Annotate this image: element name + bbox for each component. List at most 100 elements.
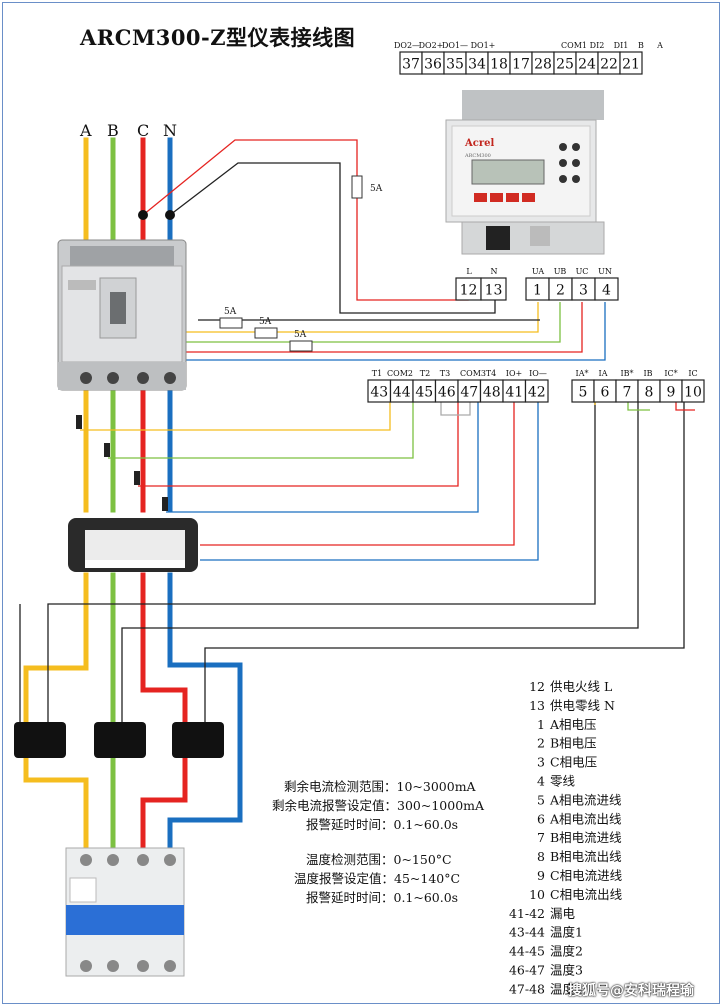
legend-number: 13 [529, 698, 545, 713]
terminal-number: 1 [533, 283, 542, 299]
phase-label-c: C [137, 121, 149, 140]
terminal-header: DO1+ [471, 41, 496, 50]
phase-label-n: N [163, 121, 177, 140]
phase-cts [14, 722, 224, 758]
terminal-header: DO2+ [419, 41, 444, 50]
terminal-number: 41 [505, 385, 523, 401]
legend-number: 47-48 [509, 981, 545, 996]
phase-label-b: B [107, 121, 119, 140]
terminal-header: T3 [440, 369, 450, 378]
temp-probe [76, 415, 82, 429]
terminal-number: 17 [512, 57, 530, 73]
spec-residual-alarm: 剩余电流报警设定值：300~1000mA [272, 798, 485, 813]
spec-temp-delay: 报警延时时间：0.1~60.0s [306, 890, 458, 905]
legend-number: 7 [537, 830, 545, 845]
terminal-number: 48 [483, 385, 501, 401]
ct-a [14, 722, 66, 758]
terminal-number: 22 [600, 57, 618, 73]
main-breaker [57, 239, 187, 391]
legend-number: 43-44 [509, 925, 545, 940]
legend-number: 9 [537, 868, 545, 883]
spec-temp-range: 温度检测范围：0~150°C [306, 852, 452, 867]
fuse-a [219, 317, 243, 329]
phase-labels: A B C N [79, 121, 177, 140]
terminal-header: N [491, 267, 498, 276]
terminal-number: 8 [645, 385, 654, 401]
fuse-label: 5A [294, 330, 307, 340]
terminal-header: IA [599, 369, 608, 378]
meter-brand: Acrel [464, 138, 494, 149]
legend-number: 4 [537, 774, 545, 789]
terminal-number: 9 [667, 385, 676, 401]
legend-description: 供电零线 N [550, 698, 615, 713]
terminal-number: 6 [601, 385, 610, 401]
legend-description: A相电流进线 [549, 792, 622, 807]
terminal-header: T4 [486, 369, 496, 378]
legend-description: 温度2 [550, 944, 583, 959]
leakage-ct [68, 518, 198, 572]
legend-description: 温度3 [550, 963, 583, 978]
meter-device: Acrel ARCM300 [445, 90, 605, 255]
phase-label-a: A [79, 121, 92, 140]
terminal-number: 2 [556, 283, 565, 299]
legend-description: 温度1 [550, 925, 583, 940]
terminal-number: 3 [579, 283, 588, 299]
terminal-number: 46 [438, 385, 456, 401]
spec-temp-alarm: 温度报警设定值：45~140°C [294, 871, 460, 886]
legend-number: 41-42 [509, 906, 545, 921]
terminal-number: 21 [622, 57, 640, 73]
terminal-number: 43 [370, 385, 388, 401]
fuse-label: 5A [224, 307, 237, 317]
temp-probe [162, 497, 168, 511]
terminal-header: UN [598, 267, 612, 276]
meter-model: ARCM300 [464, 153, 491, 159]
terminal-number: 24 [578, 57, 596, 73]
legend-description: B相电压 [550, 736, 597, 751]
fuse-label: 5A [259, 317, 272, 327]
terminal-header: T1 [372, 369, 382, 378]
terminal-number: 7 [623, 385, 632, 401]
legend-number: 12 [529, 679, 545, 694]
legend-description: C相电压 [550, 755, 597, 770]
bottom-breaker [65, 847, 185, 977]
terminal-header: IB* [620, 369, 633, 378]
terminal-number: 28 [534, 57, 552, 73]
page-title: ARCM300-Z型仪表接线图 [80, 25, 356, 50]
signal-wires [19, 139, 695, 728]
terminal-header: IA* [576, 369, 589, 378]
terminal-number: 18 [490, 57, 508, 73]
terminal-header: COM3 [460, 369, 486, 378]
terminal-header: IO— [529, 369, 547, 378]
terminal-header: UB [554, 267, 567, 276]
temperature-probes [76, 415, 168, 511]
legend-description: B相电流出线 [550, 849, 622, 864]
fuse-label: 5A [370, 184, 383, 194]
terminal-header: IC* [664, 369, 677, 378]
ct-b [94, 722, 146, 758]
legend-number: 8 [537, 849, 545, 864]
legend-description: A相电流出线 [549, 811, 622, 826]
legend-number: 5 [537, 792, 545, 807]
temp-probe [104, 443, 110, 457]
legend-description: 零线 [550, 774, 576, 789]
terminal-header: B [638, 41, 644, 50]
terminal-number: 34 [468, 57, 486, 73]
terminal-header: L [466, 267, 472, 276]
terminal-header: COM1 [561, 41, 587, 50]
junction-dot [138, 210, 148, 220]
terminal-number: 13 [485, 283, 503, 299]
terminal-header: DO2— [394, 41, 420, 50]
terminal-number: 35 [446, 57, 464, 73]
spec-residual-range: 剩余电流检测范围：10~3000mA [284, 779, 477, 794]
watermark: 搜狐号@安科瑞程瑜 [568, 983, 694, 999]
terminal-number: 36 [424, 57, 442, 73]
fuse-c [289, 340, 313, 352]
terminal-number: 12 [460, 283, 478, 299]
terminal-header: DI2 [590, 41, 605, 50]
legend-number: 46-47 [509, 963, 545, 978]
